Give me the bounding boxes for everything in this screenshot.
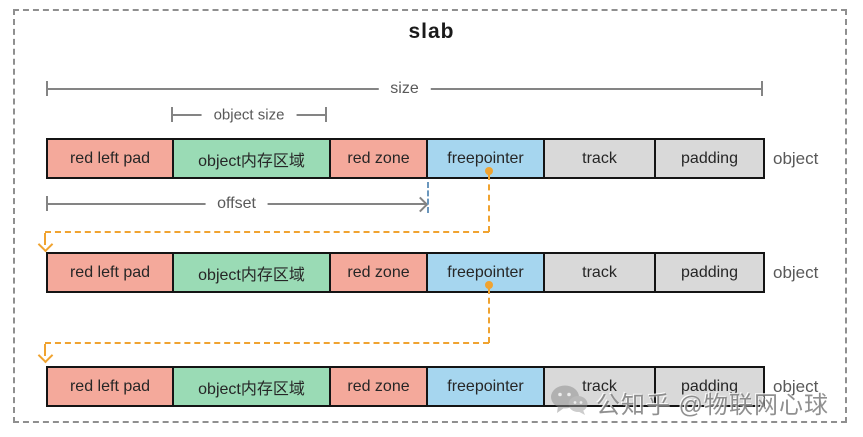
cell-track: track <box>543 140 654 177</box>
cell-red-left-pad: red left pad <box>48 368 172 405</box>
freelist-arrow2-vertical <box>488 288 490 343</box>
cell-red-left-pad: red left pad <box>48 140 172 177</box>
cell-padding: padding <box>654 368 763 405</box>
object-row-3: red left pad object内存区域 red zone freepoi… <box>46 366 765 407</box>
object-row-1: red left pad object内存区域 red zone freepoi… <box>46 138 765 179</box>
freelist-arrow1-stub <box>44 233 46 245</box>
object-row-2-label: object <box>773 262 819 282</box>
offset-arrowhead-icon <box>412 196 429 213</box>
cell-track: track <box>543 254 654 291</box>
size-measure-line: size <box>46 80 763 98</box>
cell-freepointer: freepointer <box>426 254 543 291</box>
cell-padding: padding <box>654 140 763 177</box>
freelist-arrow1-horizontal <box>45 231 489 233</box>
cell-red-left-pad: red left pad <box>48 254 172 291</box>
freelist-arrow2-horizontal <box>45 342 489 344</box>
freelist-arrow1-vertical <box>488 174 490 232</box>
cell-red-zone: red zone <box>329 140 426 177</box>
object-row-1-label: object <box>773 148 819 168</box>
offset-boundary-dashed-line <box>427 182 429 213</box>
cell-object-memory: object内存区域 <box>172 368 329 405</box>
cell-object-memory: object内存区域 <box>172 254 329 291</box>
cell-red-zone: red zone <box>329 254 426 291</box>
offset-measure-label: offset <box>205 195 268 213</box>
freepointer-dot-row2 <box>485 281 493 289</box>
object-row-2: red left pad object内存区域 red zone freepoi… <box>46 252 765 293</box>
offset-measure-line: offset <box>46 195 429 213</box>
freelist-arrow2-stub <box>44 344 46 356</box>
slab-dashed-border <box>13 9 847 423</box>
cell-padding: padding <box>654 254 763 291</box>
object-row-3-label: object <box>773 376 819 396</box>
cell-track: track <box>543 368 654 405</box>
cell-freepointer: freepointer <box>426 140 543 177</box>
object-size-measure-line: object size <box>171 106 327 124</box>
diagram-title: slab <box>408 20 455 43</box>
cell-red-zone: red zone <box>329 368 426 405</box>
cell-object-memory: object内存区域 <box>172 140 329 177</box>
freepointer-dot-row1 <box>485 167 493 175</box>
size-measure-label: size <box>378 80 431 98</box>
object-size-measure-label: object size <box>201 106 297 124</box>
cell-freepointer: freepointer <box>426 368 543 405</box>
